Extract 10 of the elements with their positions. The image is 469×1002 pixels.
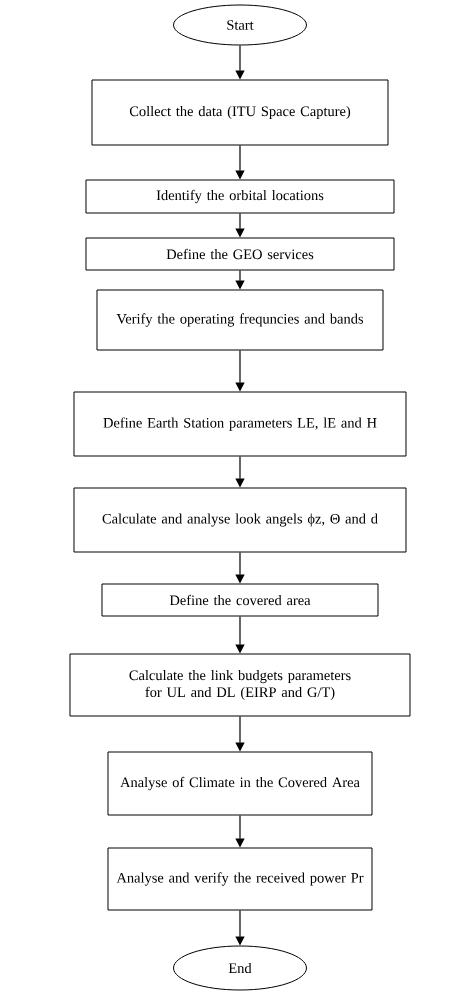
process-box: Analyse of Climate in the Covered Area [107, 751, 373, 816]
process-box: Analyse and verify the received power Pr [107, 847, 373, 911]
process-box: Verify the operating frequncies and bands [96, 289, 384, 351]
process-box: Collect the data (ITU Space Capture) [91, 79, 389, 146]
process-box: Calculate the link budgets parameters for UL and DL (EIRP and G/T) [69, 653, 411, 717]
process-box: Define Earth Station parameters LE, lE and H [73, 391, 407, 457]
process-box: Define the covered area [101, 583, 379, 617]
process-box: Define the GEO services [85, 237, 395, 271]
process-box: Calculate and analyse look angels ϕz, Θ and d [73, 487, 407, 553]
process-box: Identify the orbital locations [85, 179, 395, 214]
